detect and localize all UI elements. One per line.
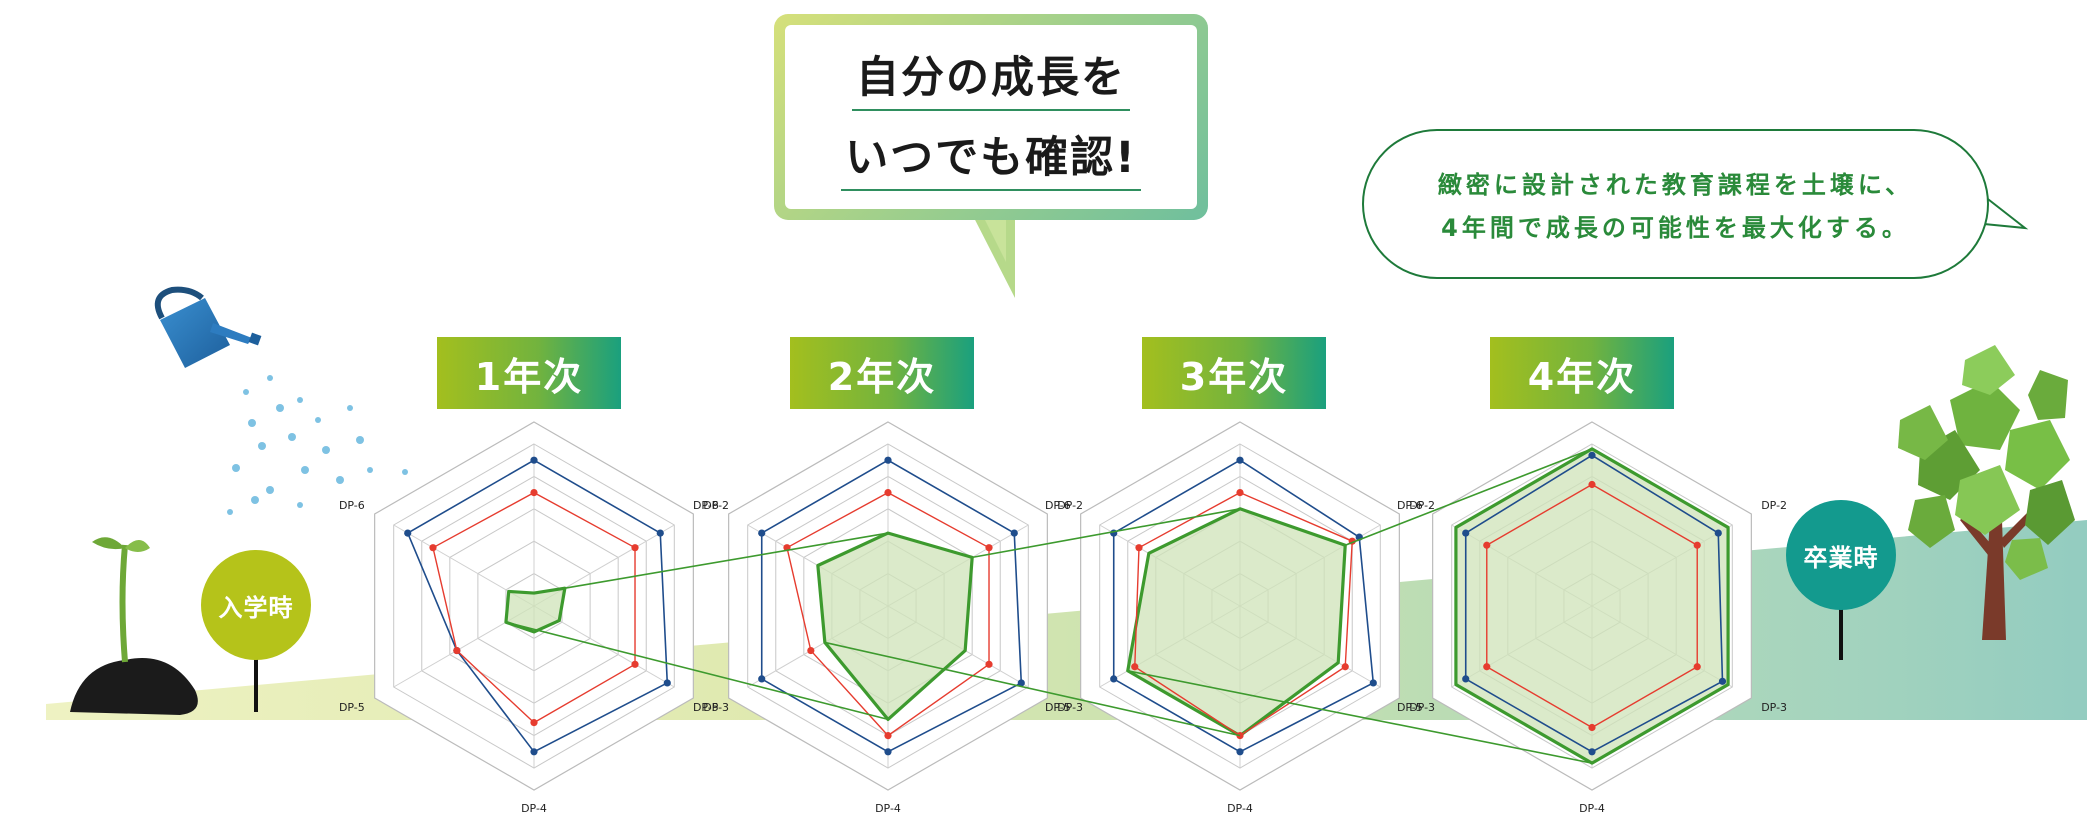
growth-connector-line (824, 641, 1241, 737)
radar-axis-label: DP-6 (693, 499, 719, 512)
radar-point (1369, 679, 1377, 687)
radar-axis-label: DP-4 (1227, 802, 1253, 814)
radar-point (1236, 748, 1244, 756)
watering-can-icon (154, 286, 262, 368)
radar-point (1236, 489, 1244, 497)
growth-connector-line (564, 532, 889, 589)
radar-point (663, 679, 671, 687)
radar-point (1110, 675, 1118, 683)
radar-axis-label: DP-2 (1409, 499, 1435, 512)
radar-axis-label: DP-5 (339, 701, 365, 714)
radar-point (1693, 541, 1701, 549)
radar-chart-4: DP-1DP-2DP-3DP-4DP-5DP-6 (1397, 398, 1787, 814)
radar-point (1017, 679, 1025, 687)
radar-point (1714, 529, 1722, 537)
radar-point (758, 529, 766, 537)
sprout-icon (70, 537, 198, 715)
bubble-line-2: 4年間で成長の可能性を最大化する。 (1441, 214, 1910, 242)
end-pole (1839, 600, 1843, 660)
radar-axis-label: DP-4 (1579, 802, 1605, 814)
radar-axis-label: DP-2 (1761, 499, 1787, 512)
radar-point (985, 544, 993, 552)
radar-axis-label: DP-2 (703, 499, 729, 512)
radar-axis-label: DP-3 (1057, 701, 1083, 714)
radar-point (807, 646, 815, 655)
radar-point (656, 529, 664, 537)
tree-icon (1898, 345, 2075, 640)
radar-point (404, 529, 412, 537)
radar-point (985, 660, 993, 668)
radar-point (884, 456, 892, 464)
radar-chart-3: DP-1DP-2DP-3DP-4DP-5DP-6 (1045, 398, 1435, 814)
radar-axis-label: DP-3 (703, 701, 729, 714)
radar-point (1588, 723, 1596, 732)
start-pole (254, 650, 258, 712)
radar-point (530, 719, 538, 727)
radar-point (530, 489, 538, 497)
growth-connector-line (1344, 448, 1593, 546)
end-milestone-badge: 卒業時 (1786, 500, 1896, 610)
radar-point (530, 748, 538, 756)
radar-point (453, 646, 461, 655)
radar-chart-2: DP-1DP-2DP-3DP-4DP-5DP-6 (693, 398, 1083, 814)
radar-point (1135, 544, 1143, 552)
radar-charts: DP-1DP-2DP-3DP-4DP-5DP-6DP-1DP-2DP-3DP-4… (339, 398, 1787, 814)
bubble-line-1: 緻密に設計された教育課程を土壌に、 (1437, 171, 1914, 199)
radar-axis-label: DP-3 (1409, 701, 1435, 714)
radar-axis-label: DP-6 (339, 499, 365, 512)
callout-line-2: いつでも確認! (841, 123, 1141, 191)
radar-point (758, 675, 766, 683)
radar-point (631, 544, 639, 552)
radar-axis-label: DP-4 (875, 802, 901, 814)
radar-axis-label: DP-5 (693, 701, 719, 714)
radar-point (1236, 456, 1244, 464)
growth-connector-line (972, 508, 1241, 559)
radar-axis-label: DP-6 (1045, 499, 1071, 512)
radar-axis-label: DP-3 (1761, 701, 1787, 714)
radar-point (1693, 663, 1701, 671)
message-bubble: 緻密に設計された教育課程を土壌に、 4年間で成長の可能性を最大化する。 (1362, 129, 1989, 279)
year-label-4: 4年次 (1490, 337, 1674, 409)
radar-point (1588, 748, 1596, 756)
radar-axis-label: DP-6 (1397, 499, 1423, 512)
radar-axis-label: DP-5 (1397, 701, 1423, 714)
radar-point (1462, 675, 1470, 683)
radar-point (1718, 677, 1727, 685)
radar-point (1341, 663, 1349, 671)
growth-connector-line (505, 621, 889, 721)
growth-connector-line (1127, 670, 1593, 764)
radar-point (1462, 529, 1470, 537)
callout-box: 自分の成長を いつでも確認! (774, 14, 1208, 220)
radar-point (530, 456, 538, 464)
radar-axis-label: DP-2 (1057, 499, 1083, 512)
bubble-tail (1983, 195, 2029, 230)
callout-line-1: 自分の成長を (852, 43, 1130, 111)
radar-chart-1: DP-1DP-2DP-3DP-4DP-5DP-6 (339, 398, 729, 814)
year-label-1: 1年次 (437, 337, 621, 409)
callout-tail-inner (980, 210, 1006, 262)
radar-axis-label: DP-4 (521, 802, 547, 814)
ground-band (46, 520, 2087, 720)
radar-point (631, 660, 639, 668)
radar-point (1588, 480, 1596, 489)
year-label-3: 3年次 (1142, 337, 1326, 409)
radar-point (884, 732, 892, 740)
water-drops (227, 375, 408, 515)
radar-point (429, 544, 437, 552)
radar-point (1131, 663, 1139, 671)
radar-point (884, 748, 892, 756)
growth-connectors (505, 448, 1593, 764)
radar-point (1483, 663, 1491, 671)
radar-point (1588, 451, 1596, 459)
start-milestone-badge: 入学時 (201, 550, 311, 660)
radar-point (1483, 541, 1491, 549)
radar-point (1010, 529, 1018, 537)
radar-point (884, 489, 892, 497)
radar-axis-label: DP-5 (1045, 701, 1071, 714)
year-label-2: 2年次 (790, 337, 974, 409)
